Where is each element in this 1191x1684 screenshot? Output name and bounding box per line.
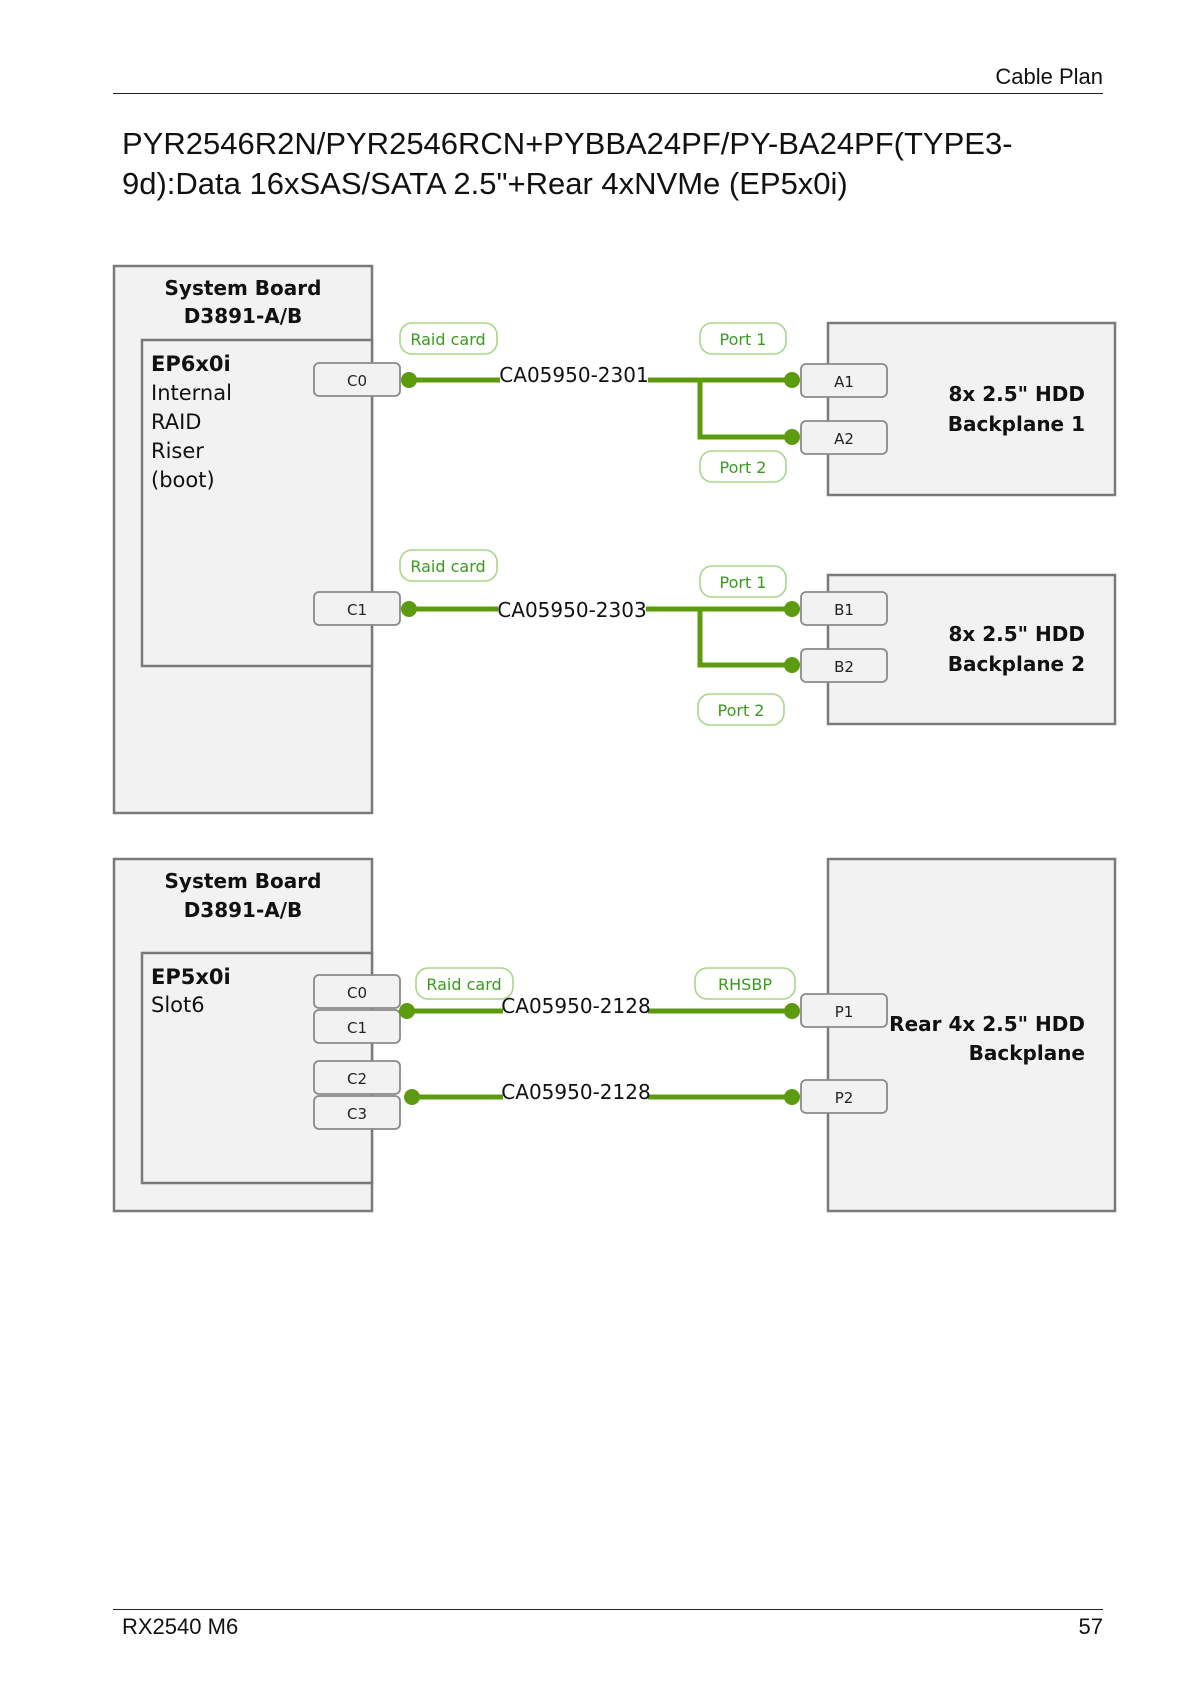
cable-ca05950-2128-p2 — [404, 1089, 800, 1105]
footer-rule — [113, 1609, 1103, 1610]
cable-ca05950-2301 — [401, 372, 800, 445]
backplane-2-label: 8x 2.5" HDD — [948, 622, 1085, 646]
controller-port-label: C0 — [347, 372, 367, 390]
rear-backplane-label: Rear 4x 2.5" HDD — [889, 1012, 1085, 1036]
cable-ca05950-2303 — [401, 601, 800, 673]
backplane-port-b2 — [800, 648, 888, 683]
tag-raid-card-label: Raid card — [410, 557, 485, 576]
rear-backplane-label: Backplane — [969, 1041, 1085, 1065]
tag-raid-card — [399, 549, 498, 582]
system-board-label: System Board — [165, 869, 322, 893]
tag-rhsbp — [694, 967, 796, 1000]
tag-raid-card-label: Raid card — [426, 975, 501, 994]
backplane-1-box — [826, 321, 1117, 497]
controller-desc-line: Slot6 — [151, 993, 205, 1017]
controller-port-c0 — [313, 362, 401, 397]
controller-port-c1 — [313, 1009, 401, 1044]
system-board-label: System Board — [165, 276, 322, 300]
controller-port-c3 — [313, 1095, 401, 1130]
backplane-port-p2 — [800, 1079, 888, 1114]
backplane-port-label: A1 — [834, 373, 854, 391]
tag-raid-card — [415, 967, 514, 1000]
tag-port-2-label: Port 2 — [720, 458, 767, 477]
footer-product: RX2540 M6 — [122, 1614, 239, 1639]
controller-desc-line: Internal — [151, 381, 232, 405]
controller-port-label: C1 — [347, 601, 367, 619]
controller-port-label: C0 — [347, 984, 367, 1002]
tag-port-1-label: Port 1 — [720, 330, 767, 349]
backplane-2-label: Backplane 2 — [948, 652, 1085, 676]
backplane-port-label: B2 — [834, 658, 854, 676]
controller-desc-line: RAID — [151, 410, 201, 434]
backplane-port-label: B1 — [834, 601, 854, 619]
backplane-port-a2 — [800, 420, 888, 455]
controller-desc-line: (boot) — [151, 468, 215, 492]
footer-page-number: 57 — [1078, 1614, 1103, 1639]
tag-port-2 — [697, 693, 785, 726]
tag-port-2 — [699, 450, 787, 483]
controller-port-label: C1 — [347, 1019, 367, 1037]
tag-port-1-label: Port 1 — [720, 573, 767, 592]
controller-name: EP6x0i — [151, 352, 231, 376]
backplane-port-b1 — [800, 591, 888, 626]
backplane-1-label: Backplane 1 — [948, 412, 1085, 436]
backplane-1-label: 8x 2.5" HDD — [948, 382, 1085, 406]
tag-raid-card-label: Raid card — [410, 330, 485, 349]
backplane-port-p1 — [800, 993, 888, 1028]
backplane-port-label: P1 — [835, 1003, 854, 1021]
controller-port-label: C3 — [347, 1105, 367, 1123]
system-board-model: D3891-A/B — [184, 304, 303, 328]
controller-port-c0 — [313, 974, 401, 1009]
controller-port-c2 — [313, 1060, 401, 1095]
controller-port-label: C2 — [347, 1070, 367, 1088]
controller-port-c1 — [313, 591, 401, 626]
cable-part-number: CA05950-2128 — [501, 994, 650, 1018]
tag-port-1 — [699, 565, 787, 598]
tag-port-1 — [699, 322, 787, 355]
rear-backplane-box — [826, 857, 1117, 1213]
system-board-model: D3891-A/B — [184, 898, 303, 922]
header-section-title: Cable Plan — [995, 64, 1103, 89]
tag-raid-card — [399, 322, 498, 355]
controller-name: EP5x0i — [151, 965, 231, 989]
controller-desc-line: Riser — [151, 439, 204, 463]
cable-ca05950-2128-p1 — [399, 1003, 800, 1019]
backplane-port-a1 — [800, 363, 888, 398]
cable-part-number: CA05950-2301 — [499, 363, 648, 387]
tag-port-2-label: Port 2 — [718, 701, 765, 720]
tag-rhsbp-label: RHSBP — [718, 975, 772, 994]
cable-part-number: CA05950-2303 — [497, 598, 646, 622]
cable-part-number: CA05950-2128 — [501, 1080, 650, 1104]
backplane-port-label: P2 — [835, 1089, 854, 1107]
header-rule — [113, 93, 1103, 94]
backplane-port-label: A2 — [834, 430, 854, 448]
page-title: PYR2546R2N/PYR2546RCN+PYBBA24PF/PY-BA24P… — [122, 126, 1013, 201]
